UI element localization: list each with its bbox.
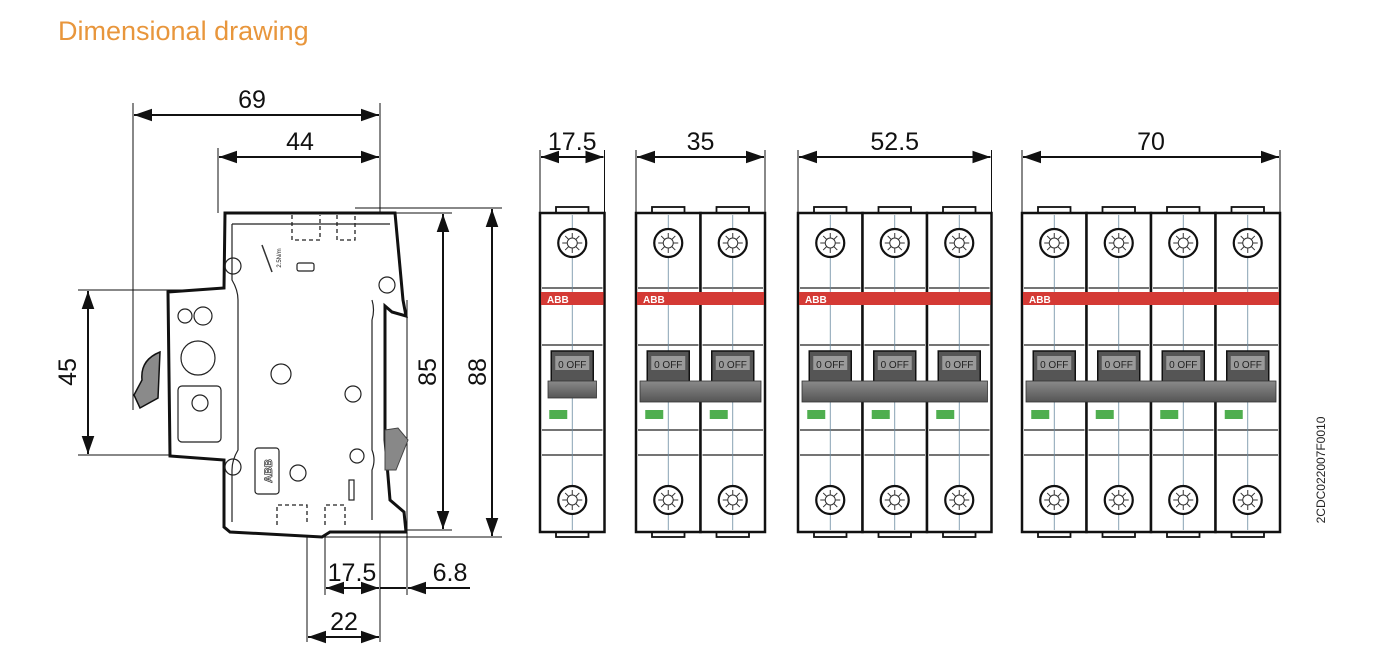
terminal-screw-icon <box>1232 484 1263 516</box>
dim-label-22: 22 <box>330 608 358 636</box>
handle-position-label: 0 OFF <box>945 360 973 371</box>
handle-position-label: 0 OFF <box>654 360 682 371</box>
svg-text:ABB: ABB <box>263 459 275 483</box>
terminal-screw-icon <box>879 484 910 516</box>
status-indicator <box>936 410 955 419</box>
dim-label-width: 70 <box>1137 128 1165 156</box>
abb-logo: ABB <box>805 295 827 306</box>
terminal-screw-icon <box>717 227 748 259</box>
terminal-screw-icon <box>944 484 975 516</box>
handle-position-label: 0 OFF <box>1040 360 1068 371</box>
brand-band <box>637 292 764 305</box>
handle-position-label: 0 OFF <box>719 360 747 371</box>
status-indicator <box>645 410 664 419</box>
terminal-screw-icon <box>1168 484 1199 516</box>
terminal-screw-icon <box>653 227 684 259</box>
terminal-screw-icon <box>653 484 684 516</box>
toggle-handle-bar <box>801 380 988 403</box>
dim-label-85: 85 <box>414 358 442 386</box>
toggle-handle-bar <box>547 380 597 399</box>
terminal-screw-icon <box>879 227 910 259</box>
torque-label: 2.5N/m <box>277 248 283 267</box>
status-indicator <box>871 410 890 419</box>
terminal-screw-icon <box>1168 227 1199 259</box>
side-view: 69 44 45 85 88 17.5 6.8 22 <box>54 86 502 644</box>
terminal-screw-icon <box>557 484 588 516</box>
brand-band <box>799 292 991 305</box>
dim-label-88: 88 <box>464 358 492 386</box>
breaker-side-body <box>166 211 408 539</box>
status-indicator <box>1160 410 1179 419</box>
toggle-lever <box>133 350 161 410</box>
status-indicator <box>1031 410 1050 419</box>
handle-position-label: 0 OFF <box>1169 360 1197 371</box>
rail-clip <box>384 427 409 471</box>
terminal-screw-icon <box>1103 484 1134 516</box>
abb-logo-side: ABB <box>254 447 280 495</box>
dim-label-width: 35 <box>687 128 715 156</box>
dim-label-width: 17.5 <box>548 128 597 156</box>
handle-position-label: 0 OFF <box>1234 360 1262 371</box>
drawing-code: 2CDC022007F0010 <box>1314 416 1328 523</box>
status-indicator <box>807 410 826 419</box>
handle-position-label: 0 OFF <box>558 360 586 371</box>
terminal-screw-icon <box>944 227 975 259</box>
terminal-screw-icon <box>815 227 846 259</box>
handle-position-label: 0 OFF <box>1105 360 1133 371</box>
handle-position-label: 0 OFF <box>881 360 909 371</box>
terminal-screw-icon <box>1039 227 1070 259</box>
dim-label-69: 69 <box>238 86 266 114</box>
page-title: Dimensional drawing <box>58 16 309 46</box>
terminal-screw-icon <box>1232 227 1263 259</box>
status-indicator <box>1224 410 1243 419</box>
handle-position-label: 0 OFF <box>816 360 844 371</box>
terminal-screw-icon <box>557 227 588 259</box>
brand-band <box>541 292 604 305</box>
dim-label-45: 45 <box>54 358 82 386</box>
toggle-handle-bar <box>1025 380 1277 403</box>
status-indicator <box>709 410 728 419</box>
abb-logo: ABB <box>643 295 665 306</box>
brand-band <box>1023 292 1279 305</box>
terminal-screw-icon <box>1039 484 1070 516</box>
terminal-screw-icon <box>1103 227 1134 259</box>
dim-label-6-8: 6.8 <box>433 559 468 587</box>
screwdriver-icon: 2.5N/m <box>261 244 283 273</box>
terminal-screw-icon <box>717 484 748 516</box>
terminal-screw-icon <box>815 484 846 516</box>
abb-logo: ABB <box>1029 295 1051 306</box>
dim-label-17-5: 17.5 <box>328 559 377 587</box>
status-indicator <box>549 410 568 419</box>
toggle-handle-bar <box>639 380 762 403</box>
status-indicator <box>1095 410 1114 419</box>
abb-logo: ABB <box>547 295 569 306</box>
dim-label-44: 44 <box>286 128 314 156</box>
dim-label-width: 52.5 <box>870 128 919 156</box>
